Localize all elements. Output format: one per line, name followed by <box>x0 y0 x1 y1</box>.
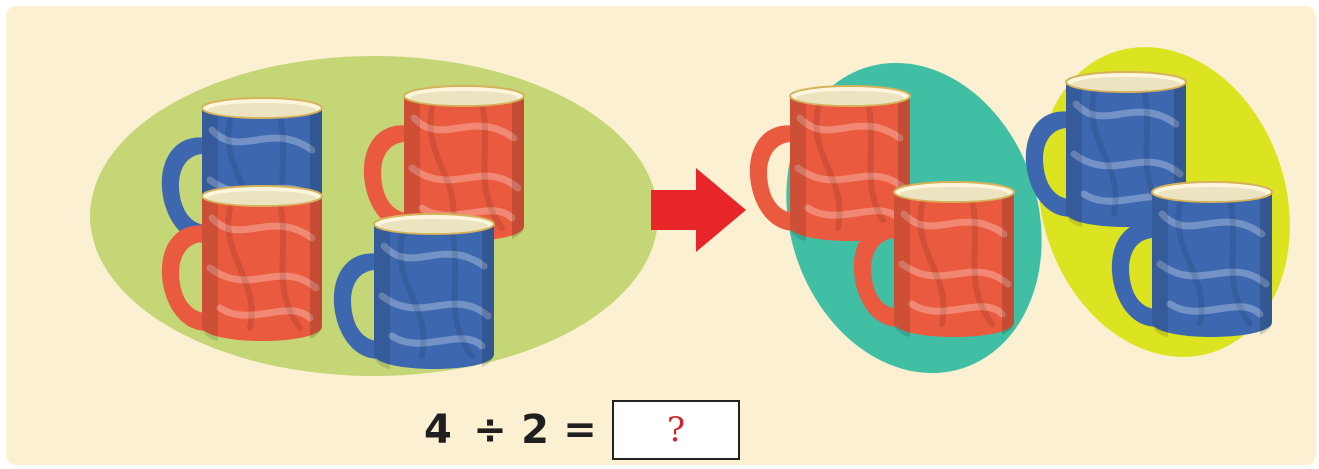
division-sign: ÷ <box>464 410 516 450</box>
divisor: 2 <box>516 410 554 450</box>
division-equation: 4 ÷ 2 = ? <box>424 394 740 466</box>
question-mark: ? <box>667 410 685 450</box>
dividend: 4 <box>424 410 464 450</box>
answer-box[interactable]: ? <box>612 400 740 460</box>
equals-sign: = <box>554 410 606 450</box>
